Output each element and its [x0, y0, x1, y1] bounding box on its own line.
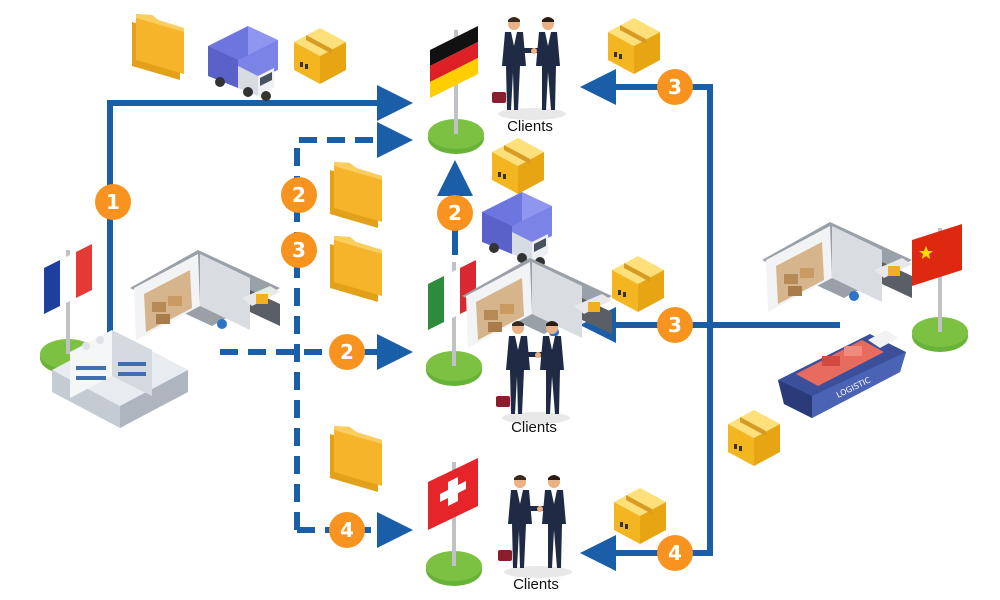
step-badges: 1 2 3 2 2 4 3 3 [95, 69, 693, 571]
italy-flag [428, 260, 476, 330]
svg-text:3: 3 [668, 75, 682, 99]
step-badge: 3 [657, 69, 693, 105]
box-icon [728, 410, 780, 466]
step-badge: 3 [657, 307, 693, 343]
svg-text:3: 3 [292, 238, 306, 262]
step-badge: 2 [329, 334, 365, 370]
china-flag [912, 224, 962, 286]
folder-icon [330, 236, 382, 302]
switzerland-flag [428, 458, 478, 530]
box-icon [294, 28, 346, 84]
arrows [107, 69, 840, 571]
arrow-dashed-to-germany [294, 122, 413, 530]
box-icon [492, 138, 544, 194]
svg-text:4: 4 [668, 541, 682, 565]
arrow-france-germany [107, 85, 413, 340]
step-badge: 4 [657, 535, 693, 571]
france-site [40, 244, 188, 428]
clients-label: Clients [513, 576, 559, 593]
step-badge: 2 [437, 195, 473, 231]
svg-text:4: 4 [340, 518, 354, 542]
switzerland-site: Clients [426, 458, 572, 593]
truck-icon [482, 192, 552, 267]
arrow-china-switzerland [580, 325, 713, 571]
svg-text:2: 2 [340, 340, 354, 364]
handshake-icon [492, 17, 566, 120]
cargo-ship-icon: LOGISTIC [778, 330, 906, 418]
box-icon [614, 488, 666, 544]
svg-text:1: 1 [106, 190, 120, 214]
box-icon [612, 256, 664, 312]
italy-site: Clients [426, 258, 612, 436]
svg-text:2: 2 [448, 201, 462, 225]
clients-label: Clients [511, 419, 557, 436]
warehouse-icon [130, 250, 280, 340]
step-badge: 1 [95, 184, 131, 220]
warehouse-icon [762, 222, 912, 312]
truck-icon [208, 26, 278, 101]
svg-text:3: 3 [668, 313, 682, 337]
folder-icon [330, 162, 382, 228]
folder-icon [330, 426, 382, 492]
france-flag [44, 244, 92, 314]
china-site: LOGISTIC [762, 222, 968, 418]
germany-site: Clients [428, 17, 566, 154]
handshake-icon [498, 475, 572, 578]
handshake-icon [496, 321, 570, 424]
step-badge: 2 [281, 177, 317, 213]
clients-label: Clients [507, 118, 553, 135]
step-badge: 4 [329, 512, 365, 548]
folder-icon [132, 14, 184, 80]
factory-icon [52, 330, 188, 428]
svg-text:2: 2 [292, 183, 306, 207]
germany-flag [430, 26, 478, 98]
step-badge: 3 [281, 232, 317, 268]
box-icon [608, 18, 660, 74]
arrow-china-germany [580, 69, 713, 325]
warehouse-icon [462, 258, 612, 348]
